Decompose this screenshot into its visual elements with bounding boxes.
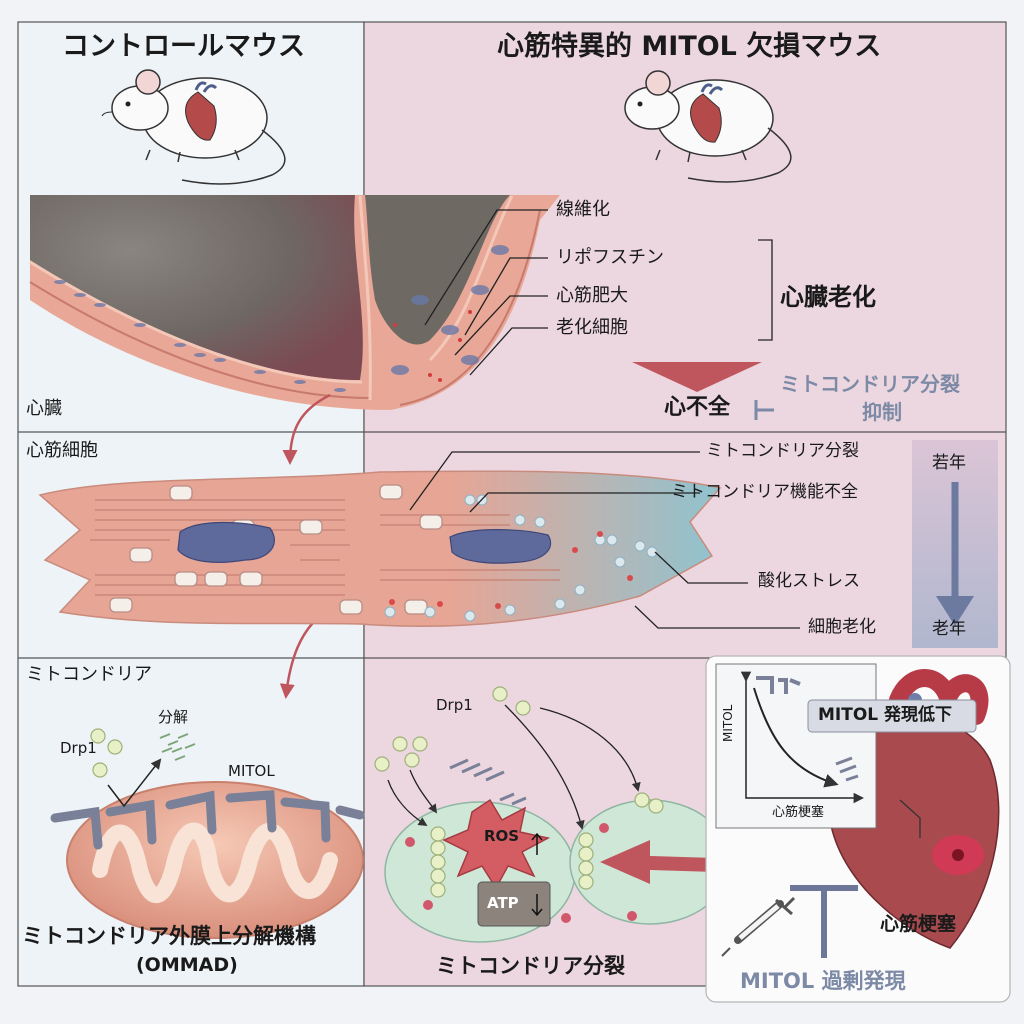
degradation-label: 分解 [158, 708, 189, 726]
fission-title: ミトコンドリア分裂 [436, 954, 625, 978]
drp1-control [90, 728, 123, 778]
overexpression-inhibit-mark [790, 885, 858, 958]
heart-wall-illustration [29, 195, 560, 410]
overexpression-label: MITOL 過剰発現 [740, 969, 906, 993]
heart-failure-label: 心不全 [664, 395, 731, 420]
annotation-fibrosis: 線維化 [556, 199, 610, 220]
age-old-label: 老年 [932, 619, 966, 639]
zoom-arrow-heart-cell [282, 393, 331, 465]
drp1-ko [374, 686, 531, 772]
control-title: コントロールマウス [62, 31, 305, 62]
annotation-mito-fission: ミトコンドリア分裂 [706, 441, 859, 461]
mi-label: 心筋梗塞 [880, 913, 957, 935]
heart-failure-arrow [632, 362, 762, 392]
graph-ylabel: MITOL [721, 704, 735, 742]
annotation-senescent-cells: 老化細胞 [556, 317, 628, 338]
degradation-fragments [159, 733, 196, 761]
ommad-abbrev: (OMMAD) [136, 954, 238, 976]
degradation-arrow [107, 758, 162, 808]
heart-leader-lines [424, 209, 773, 376]
control-mouse-illustration [101, 69, 286, 185]
annotation-mito-dysfunction: ミトコンドリア機能不全 [671, 482, 858, 502]
cell-leader-lines [409, 451, 800, 629]
atp-label: ATP [487, 894, 519, 912]
cardiomyocyte-label: 心筋細胞 [26, 440, 98, 461]
age-young-label: 若年 [932, 453, 966, 473]
mitol-graph [715, 663, 977, 829]
annotation-hypertrophy: 心筋肥大 [556, 285, 628, 306]
mitochondrion-illustration [50, 781, 365, 939]
graph-xlabel: 心筋梗塞 [772, 805, 825, 820]
annotation-lipofuscin: リポフスチン [556, 247, 664, 268]
drp1-label-ko: Drp1 [436, 696, 473, 714]
mitochondria-label: ミトコンドリア [26, 664, 152, 685]
ros-label: ROS [484, 827, 520, 845]
ommad-title: ミトコンドリア外膜上分解機構 [22, 924, 316, 948]
inhibit-label: 抑制 [862, 400, 902, 424]
ko-mouse-illustration [624, 70, 792, 183]
heart-label: 心臓 [26, 398, 62, 419]
mitol-label: MITOL [228, 762, 275, 780]
drp1-recruit-arrows [387, 704, 641, 830]
drp1-label-control: Drp1 [60, 739, 97, 757]
cardiomyocyte-illustration [38, 470, 722, 628]
cardiac-aging-label: 心臓老化 [780, 283, 876, 311]
mitol-decrease-label: MITOL 発現低下 [818, 705, 953, 725]
syringe-icon [721, 896, 796, 957]
annotation-cell-senescence: 細胞老化 [808, 617, 876, 637]
inhibit-fission-label: ミトコンドリア分裂 [780, 372, 960, 396]
inhibit-mark [754, 400, 774, 420]
ko-title: 心筋特異的 MITOL 欠損マウス [497, 31, 882, 62]
annotation-oxidative-stress: 酸化ストレス [758, 571, 860, 591]
